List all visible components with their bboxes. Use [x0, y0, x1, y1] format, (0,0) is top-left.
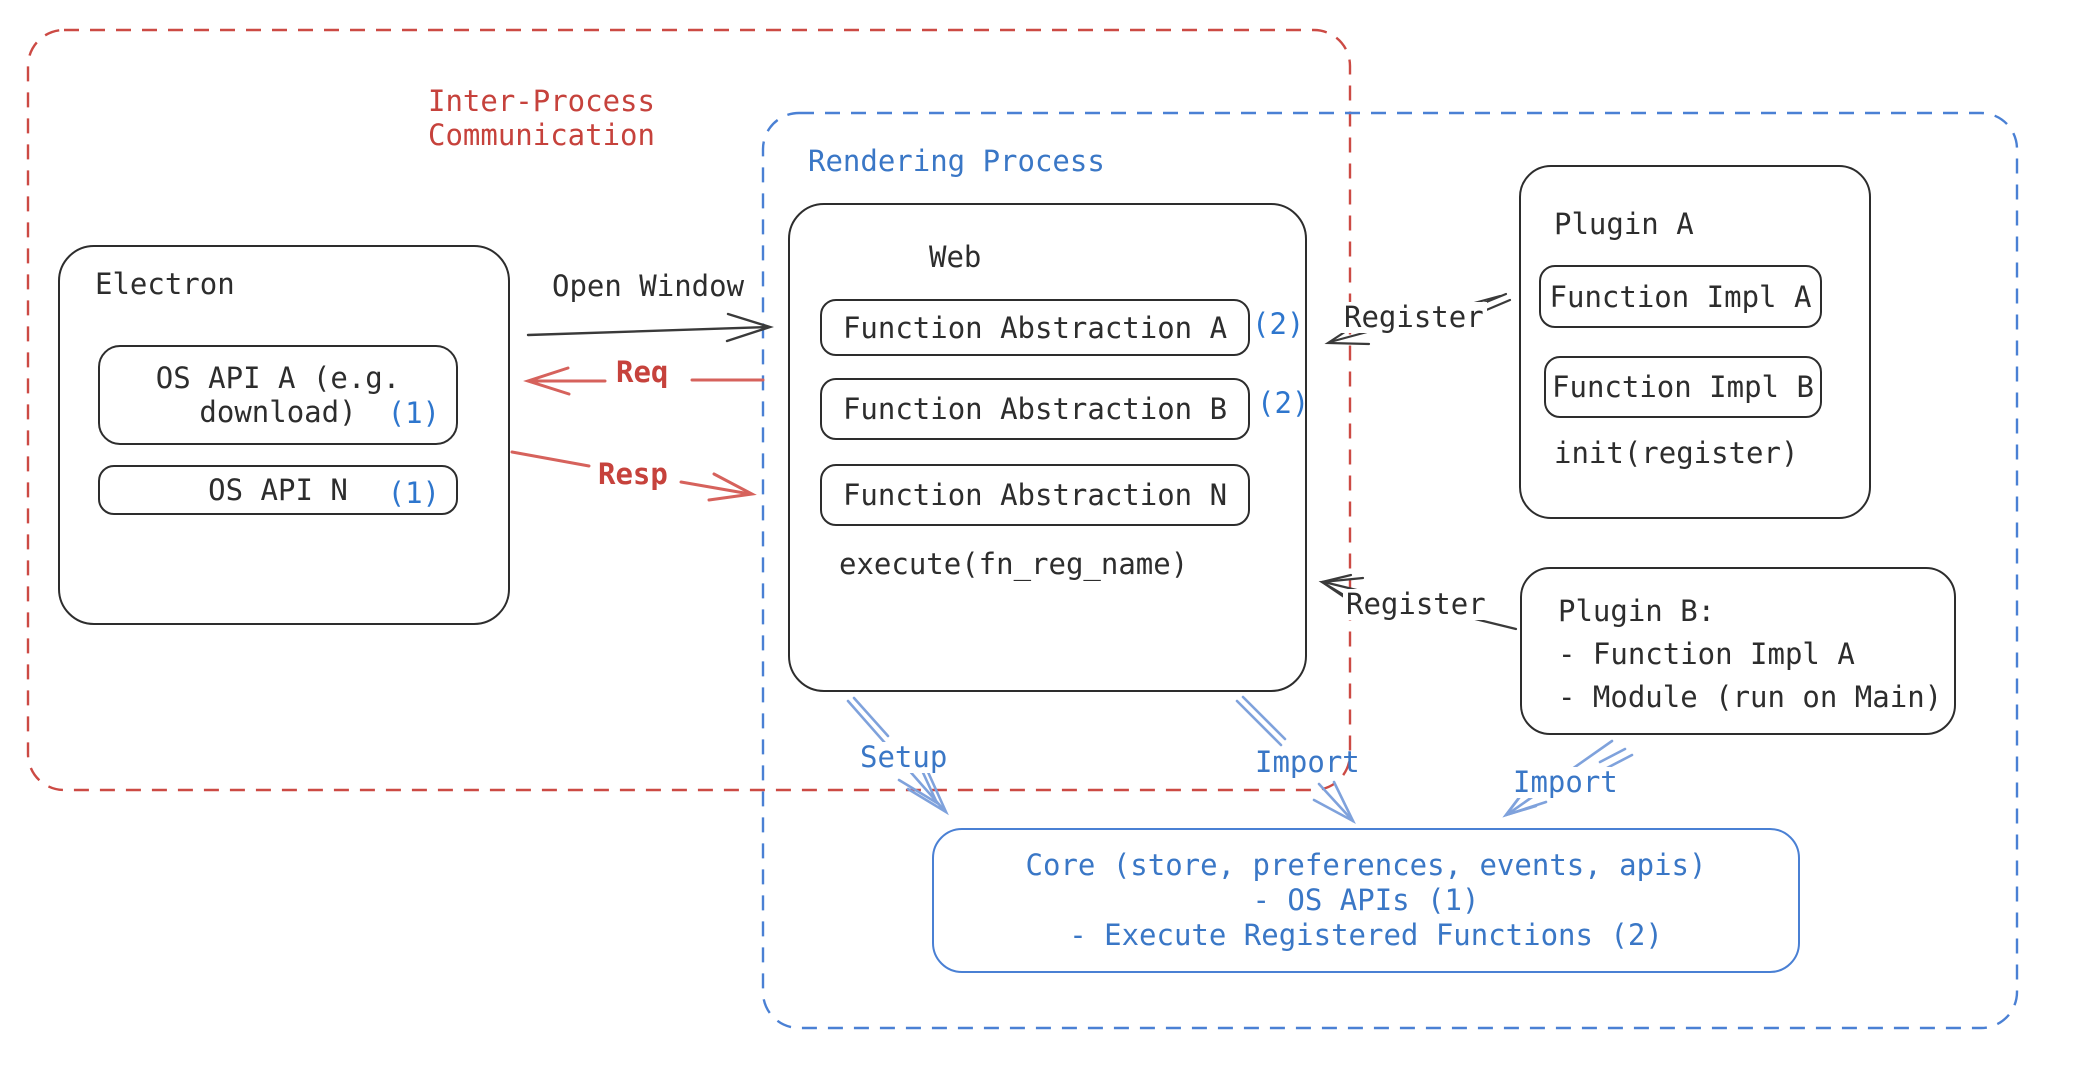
function-impl-b-box: Function Impl B	[1544, 356, 1822, 418]
ipc-region-outline	[26, 28, 1352, 792]
plugin-b-box: Plugin B: - Function Impl A - Module (ru…	[1520, 567, 1956, 735]
rendering-region-outline	[761, 111, 2019, 1030]
execute-label: execute(fn_reg_name)	[839, 547, 1189, 581]
os-api-n-badge: (1)	[387, 476, 440, 510]
function-abstraction-a-box: Function Abstraction A	[820, 299, 1250, 356]
resp-label: Resp	[598, 457, 668, 491]
plugin-b-item-1: - Function Impl A	[1558, 637, 1855, 671]
electron-title: Electron	[95, 267, 235, 301]
os-api-n-box: OS API N (1)	[98, 465, 458, 515]
init-register-label: init(register)	[1554, 436, 1799, 470]
open-window-label: Open Window	[552, 269, 745, 303]
open-window-arrow	[526, 312, 774, 343]
req-label: Req	[616, 355, 669, 389]
core-line1: Core (store, preferences, events, apis)	[1025, 848, 1707, 882]
setup-label: Setup	[857, 742, 951, 773]
function-impl-a-box: Function Impl A	[1539, 265, 1822, 328]
rendering-region-title: Rendering Process	[808, 144, 1105, 178]
os-api-a-line1: OS API A (e.g.	[155, 361, 401, 395]
register-bottom-label: Register	[1343, 589, 1489, 620]
os-api-a-badge: (1)	[387, 396, 440, 430]
ipc-title-line2: Communication	[428, 118, 655, 152]
web-box	[788, 203, 1307, 692]
function-abstraction-n-box: Function Abstraction N	[820, 464, 1250, 526]
register-top-label: Register	[1341, 302, 1487, 333]
core-line3: - Execute Registered Functions (2)	[1069, 918, 1663, 952]
plugin-b-title: Plugin B:	[1558, 594, 1716, 628]
os-api-a-line2: download)	[199, 395, 357, 429]
core-box: Core (store, preferences, events, apis) …	[932, 828, 1800, 973]
web-title: Web	[929, 240, 982, 274]
plugin-b-item-2: - Module (run on Main)	[1558, 680, 1943, 714]
import-web-label: Import	[1255, 745, 1360, 779]
os-api-a-box: OS API A (e.g. download) (1)	[98, 345, 458, 445]
function-abstraction-b-box: Function Abstraction B	[820, 378, 1250, 440]
function-abstraction-a-badge: (2)	[1252, 307, 1305, 341]
ipc-title-line1: Inter-Process	[428, 84, 655, 118]
function-abstraction-b-badge: (2)	[1257, 386, 1310, 420]
resp-arrow	[510, 450, 757, 502]
core-line2: - OS APIs (1)	[1252, 883, 1480, 917]
plugin-a-title: Plugin A	[1554, 207, 1694, 241]
req-arrow	[523, 366, 765, 396]
os-api-n-label: OS API N	[208, 473, 348, 507]
import-web-arrow	[1235, 695, 1356, 825]
plugin-a-box	[1519, 165, 1871, 519]
import-plugin-b-label: Import	[1510, 767, 1621, 798]
